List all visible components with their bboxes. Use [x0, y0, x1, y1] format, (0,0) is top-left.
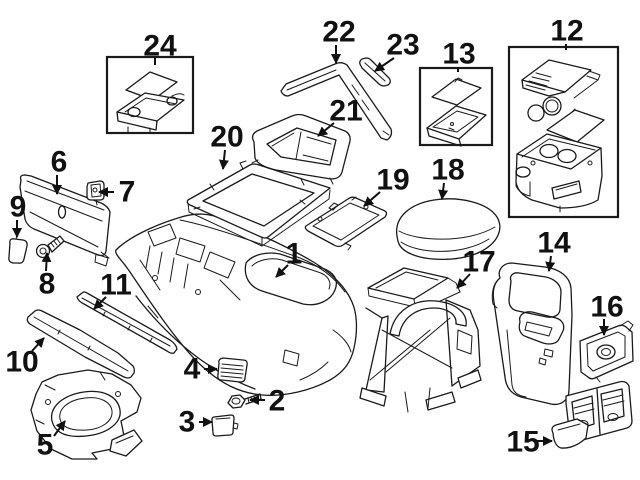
callout-14-arrow: [545, 255, 556, 272]
callout-21[interactable]: 21: [317, 95, 363, 137]
callout-19[interactable]: 19: [363, 164, 410, 207]
callout-label-6[interactable]: 6: [51, 146, 68, 179]
callout-label-17[interactable]: 17: [462, 246, 495, 279]
part-1-console-body: [115, 213, 358, 396]
group-box-13: [418, 66, 494, 147]
callout-label-16[interactable]: 16: [590, 291, 623, 324]
callout-23[interactable]: 23: [374, 29, 420, 72]
callout-label-18[interactable]: 18: [431, 154, 464, 187]
part-13-tray-kit: [426, 77, 487, 147]
group-box-layer: [105, 45, 620, 219]
callout-20[interactable]: 20: [210, 121, 244, 170]
callout-label-13[interactable]: 13: [442, 38, 475, 71]
part-20-console-frame: [186, 160, 331, 247]
part-18-armrest-lid: [396, 198, 501, 260]
callout-label-8[interactable]: 8: [39, 268, 56, 301]
callout-label-11[interactable]: 11: [100, 269, 132, 302]
callout-5[interactable]: 5: [37, 420, 66, 462]
callout-label-19[interactable]: 19: [376, 164, 409, 197]
callout-24[interactable]: 24: [143, 30, 177, 66]
callout-label-5[interactable]: 5: [37, 429, 54, 462]
callout-11[interactable]: 11: [93, 269, 132, 310]
callout-18[interactable]: 18: [431, 154, 465, 200]
callout-16[interactable]: 16: [590, 291, 624, 336]
part-10-lower-trim-strip: [26, 309, 135, 379]
callout-12[interactable]: 12: [550, 15, 584, 51]
callout-20-arrow: [218, 149, 229, 170]
part-4-vent-grille: [217, 357, 248, 383]
callout-2[interactable]: 2: [249, 385, 286, 418]
callout-11-arrow: [93, 296, 107, 310]
group-box-24: [105, 55, 195, 135]
callout-17-arrow: [456, 273, 471, 289]
callout-21-arrow: [317, 122, 335, 137]
callout-label-14[interactable]: 14: [537, 227, 571, 260]
callout-label-15[interactable]: 15: [506, 426, 539, 459]
callout-10[interactable]: 10: [5, 337, 45, 379]
callout-5-arrow: [53, 420, 66, 437]
callout-label-21[interactable]: 21: [329, 95, 362, 128]
callout-label-10[interactable]: 10: [5, 346, 38, 379]
part-23-trim-insert: [359, 57, 391, 87]
part-3-cover-plate: [211, 414, 239, 437]
callout-label-7[interactable]: 7: [119, 176, 136, 209]
part-17-rear-frame: [359, 267, 482, 413]
callout-19-arrow: [363, 191, 381, 207]
group-box-12: [507, 45, 620, 219]
part-8-screw: [35, 235, 65, 259]
callout-9[interactable]: 9: [10, 191, 27, 238]
callout-17[interactable]: 17: [456, 246, 496, 289]
part-12-cupholder-kit: [515, 59, 605, 213]
callout-label-3[interactable]: 3: [179, 406, 196, 439]
callout-22[interactable]: 22: [322, 16, 356, 64]
callout-3[interactable]: 3: [179, 406, 213, 439]
part-14-rear-cover-panel: [491, 262, 573, 406]
callout-18-arrow: [438, 182, 449, 200]
callout-label-20[interactable]: 20: [210, 121, 243, 154]
callout-10-arrow: [31, 337, 45, 352]
callout-8[interactable]: 8: [39, 252, 56, 301]
callout-4[interactable]: 4: [184, 353, 218, 386]
callout-label-1[interactable]: 1: [286, 238, 303, 271]
part-24-front-tray-kit: [116, 71, 185, 134]
callout-13[interactable]: 13: [442, 38, 476, 73]
callout-15[interactable]: 15: [506, 426, 553, 459]
callout-label-23[interactable]: 23: [386, 29, 419, 62]
callout-label-24[interactable]: 24: [143, 30, 177, 63]
part-9-cap: [8, 234, 28, 264]
callout-label-4[interactable]: 4: [184, 353, 201, 386]
part-6-side-trim-panel: [19, 174, 111, 267]
callout-label-2[interactable]: 2: [269, 385, 286, 418]
callout-label-12[interactable]: 12: [550, 15, 583, 48]
callout-23-arrow: [374, 57, 395, 72]
part-19-tray-lid: [304, 196, 388, 251]
callout-label-9[interactable]: 9: [10, 191, 27, 224]
callout-1-arrow: [275, 264, 289, 278]
callout-8-arrow: [41, 252, 52, 272]
part-16-rear-bezel: [579, 320, 634, 383]
part-5-front-bracket: [30, 369, 143, 460]
part-15-rear-air-vent: [551, 380, 633, 449]
callout-label-22[interactable]: 22: [322, 16, 355, 49]
callout-1[interactable]: 1: [275, 238, 303, 278]
callout-6[interactable]: 6: [51, 146, 68, 195]
callout-14[interactable]: 14: [537, 227, 571, 272]
callout-7[interactable]: 7: [98, 176, 136, 209]
